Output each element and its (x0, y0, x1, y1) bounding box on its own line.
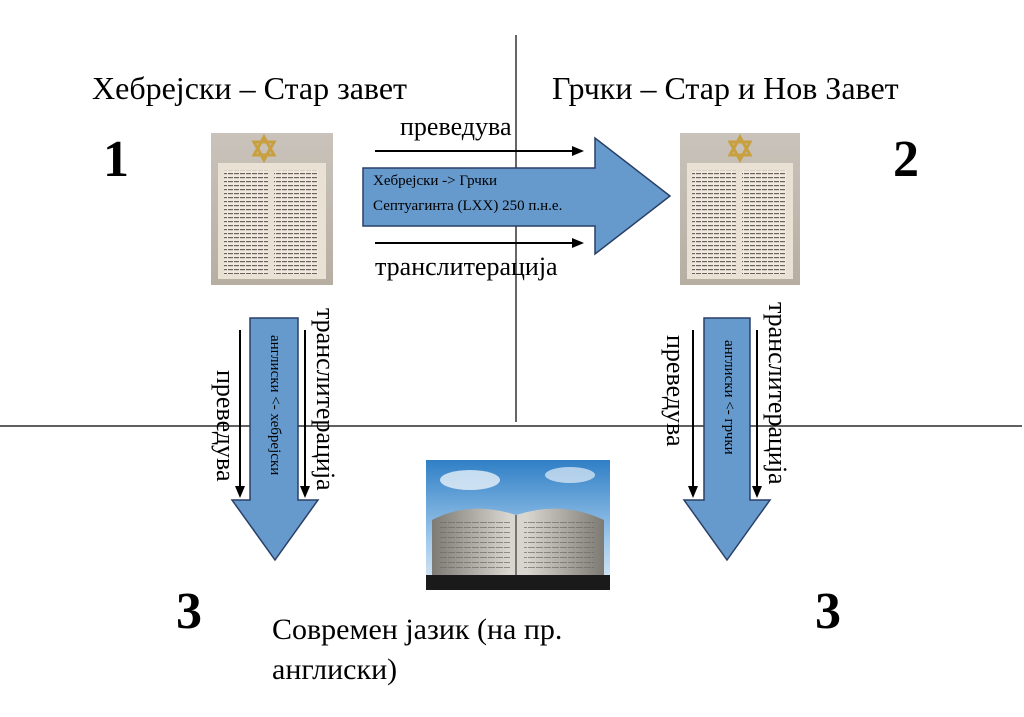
caption-line-1: Современ јазик (на пр. (272, 613, 563, 646)
label-translates-top: преведува (400, 112, 512, 141)
number-3-right: 3 (815, 583, 841, 640)
label-transliteration-bottom: транслитерација (375, 252, 558, 281)
number-2: 2 (893, 131, 919, 188)
torah-scroll-right-image (680, 133, 800, 285)
title-hebrew-old-testament: Хебрејски – Стар завет (92, 70, 408, 106)
top-thin-arrow (375, 146, 584, 156)
bottom-thin-arrow (375, 238, 584, 248)
left-vertical-inner-text: англиски <- хебрејски (267, 335, 283, 476)
torah-scroll-left-image (211, 133, 333, 285)
number-1: 1 (103, 131, 129, 188)
left-down-thin-arrow-a (235, 330, 245, 498)
big-right-arrow (362, 136, 672, 256)
left-vertical-transliteration: транслитерација (311, 308, 340, 491)
right-vertical-translates: преведува (661, 335, 690, 447)
right-vertical-transliteration: транслитерација (763, 302, 792, 485)
number-3-left: 3 (176, 583, 202, 640)
caption-line-2: англиски) (272, 653, 398, 686)
open-bible-image (426, 460, 610, 590)
left-down-arrow (230, 317, 320, 562)
big-arrow-text-line2: Септуагинта (LXX) 250 п.н.е. (373, 198, 563, 214)
left-vertical-translates: преведува (211, 370, 240, 482)
right-down-thin-arrow-a (688, 330, 698, 498)
left-down-thin-arrow-b (300, 330, 310, 498)
title-greek-old-new-testament: Грчки – Стар и Нов Завет (552, 70, 899, 106)
right-down-arrow (682, 317, 772, 562)
right-vertical-inner-text: англиски <- грчки (721, 340, 737, 455)
big-arrow-text-line1: Хебрејски -> Грчки (373, 173, 498, 189)
modern-language-caption: Современ јазик (на пр. англиски) (272, 610, 562, 690)
right-down-thin-arrow-b (752, 330, 762, 498)
